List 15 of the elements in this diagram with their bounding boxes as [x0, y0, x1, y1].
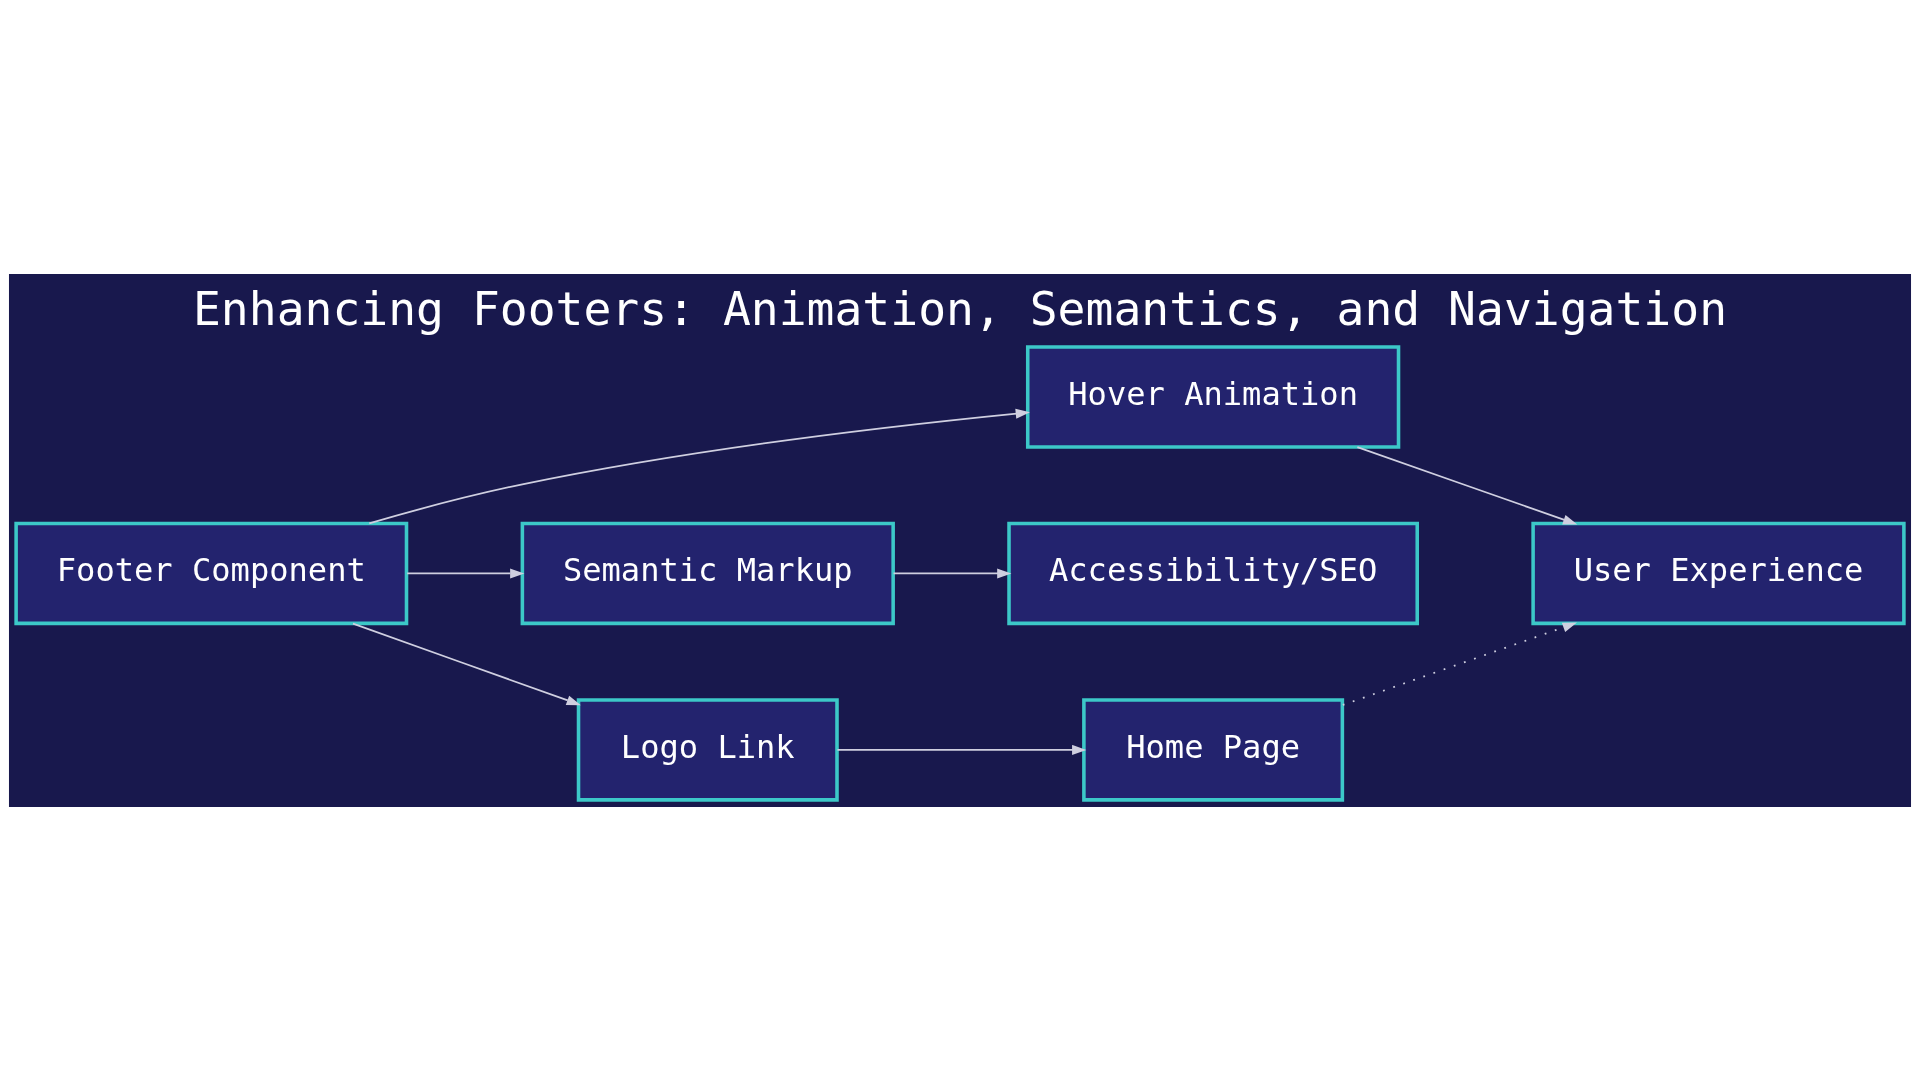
arrow	[1341, 622, 1577, 706]
node-box: Semantic Markup	[520, 521, 895, 625]
node-box: Logo Link	[576, 697, 839, 802]
arrow	[1356, 445, 1578, 524]
arrow	[368, 408, 1030, 524]
node-box: User Experience	[1531, 521, 1906, 625]
node-box: Accessibility/SEO	[1007, 521, 1420, 625]
arrow	[836, 744, 1087, 755]
arrow	[892, 567, 1012, 578]
node-box: Hover Animation	[1025, 344, 1401, 449]
arrow	[406, 567, 525, 578]
arrow	[352, 622, 581, 705]
node-box: Home Page	[1082, 697, 1345, 802]
node-box: Footer Component	[14, 521, 409, 625]
diagram-title: Enhancing Footers: Animation, Semantics, and Navigation	[192, 281, 1728, 336]
